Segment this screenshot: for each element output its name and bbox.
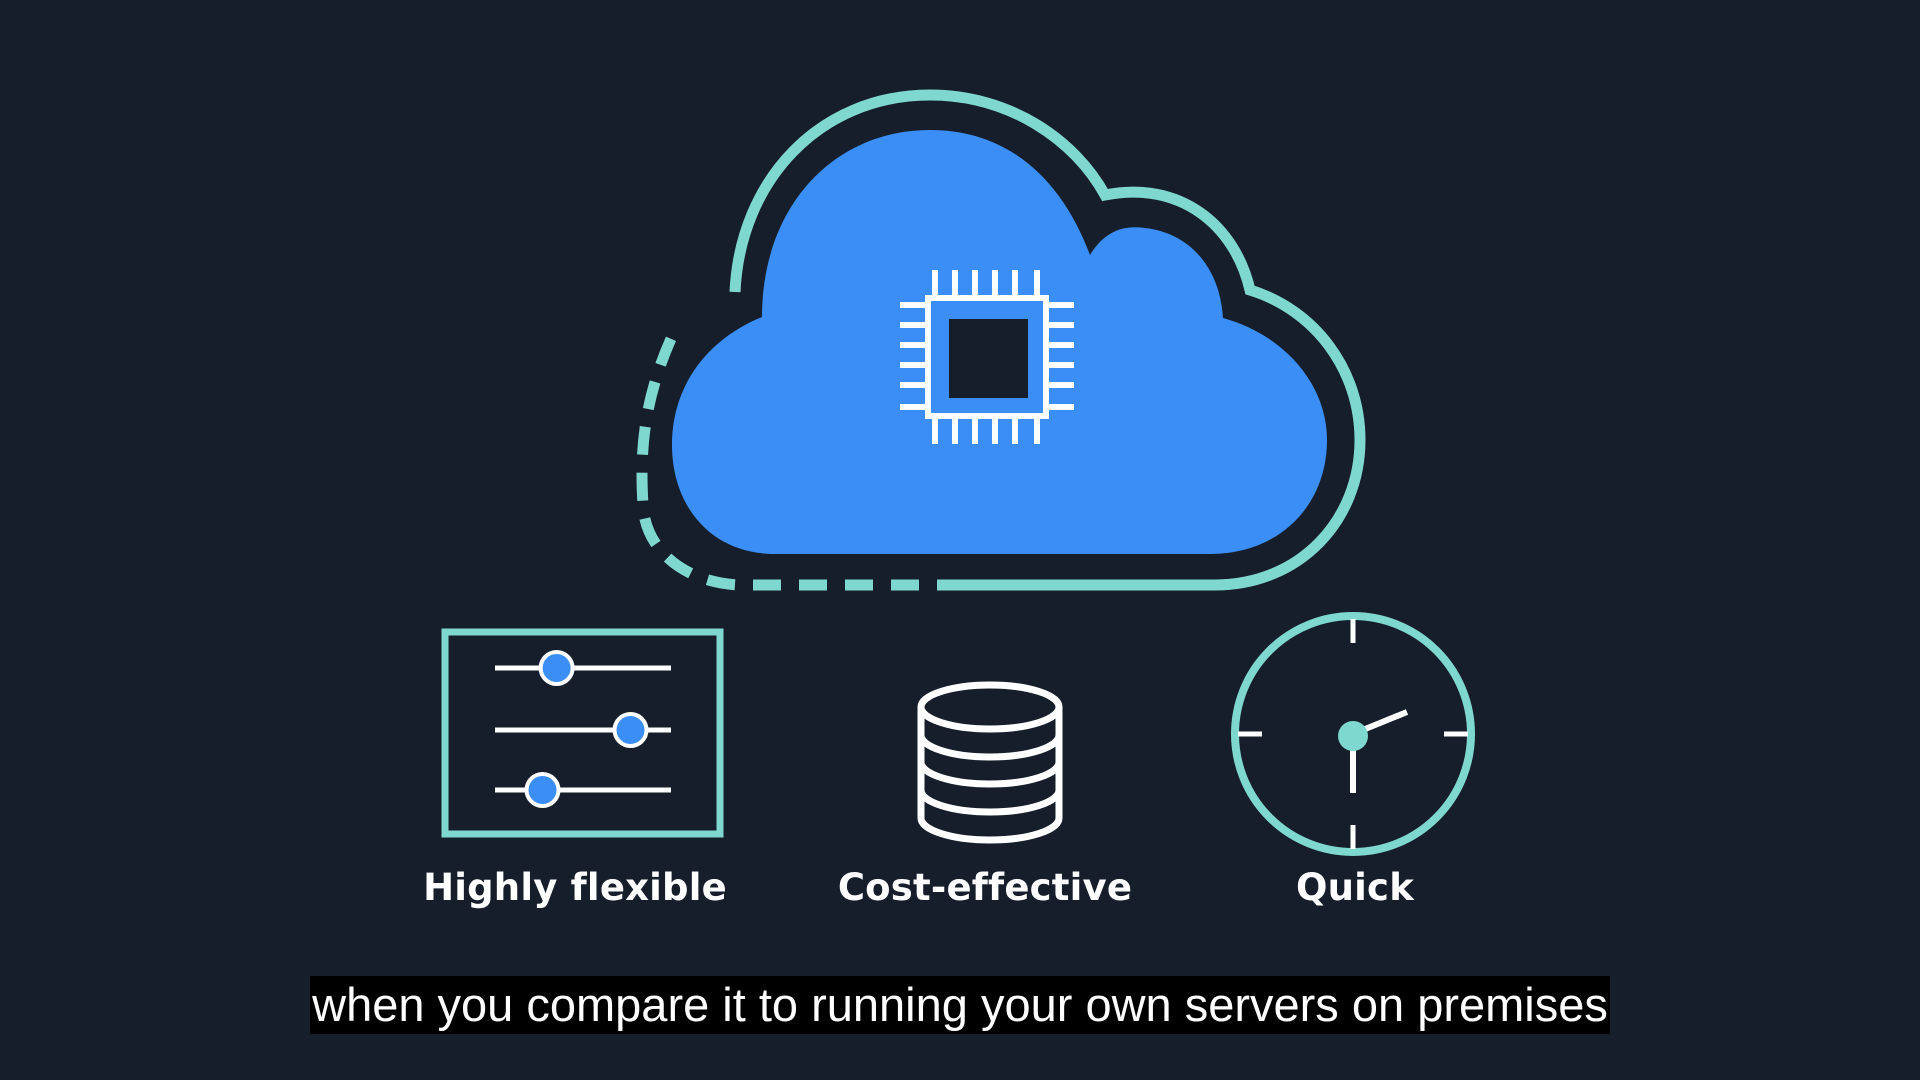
cloud-outline-solid bbox=[729, 89, 1366, 591]
feature-label-quick: Quick bbox=[1295, 866, 1415, 909]
slider-knob bbox=[612, 712, 649, 748]
slider-knob bbox=[538, 650, 575, 686]
subtitle-text: when you compare it to running your own … bbox=[310, 976, 1610, 1034]
slider-tracks bbox=[495, 650, 671, 808]
chip-icon bbox=[900, 270, 1074, 444]
clock-icon bbox=[1231, 612, 1475, 856]
cloud-outline-dashed bbox=[636, 327, 965, 591]
feature-label-flexible: Highly flexible bbox=[423, 866, 727, 909]
cloud-icon bbox=[636, 89, 1366, 591]
sliders-frame bbox=[441, 628, 724, 838]
subtitle-bar: when you compare it to running your own … bbox=[0, 976, 1920, 1034]
feature-label-cost: Cost-effective bbox=[837, 866, 1133, 909]
sliders-icon bbox=[441, 628, 724, 838]
slider-knob bbox=[524, 772, 561, 808]
database-icon bbox=[917, 681, 1063, 844]
